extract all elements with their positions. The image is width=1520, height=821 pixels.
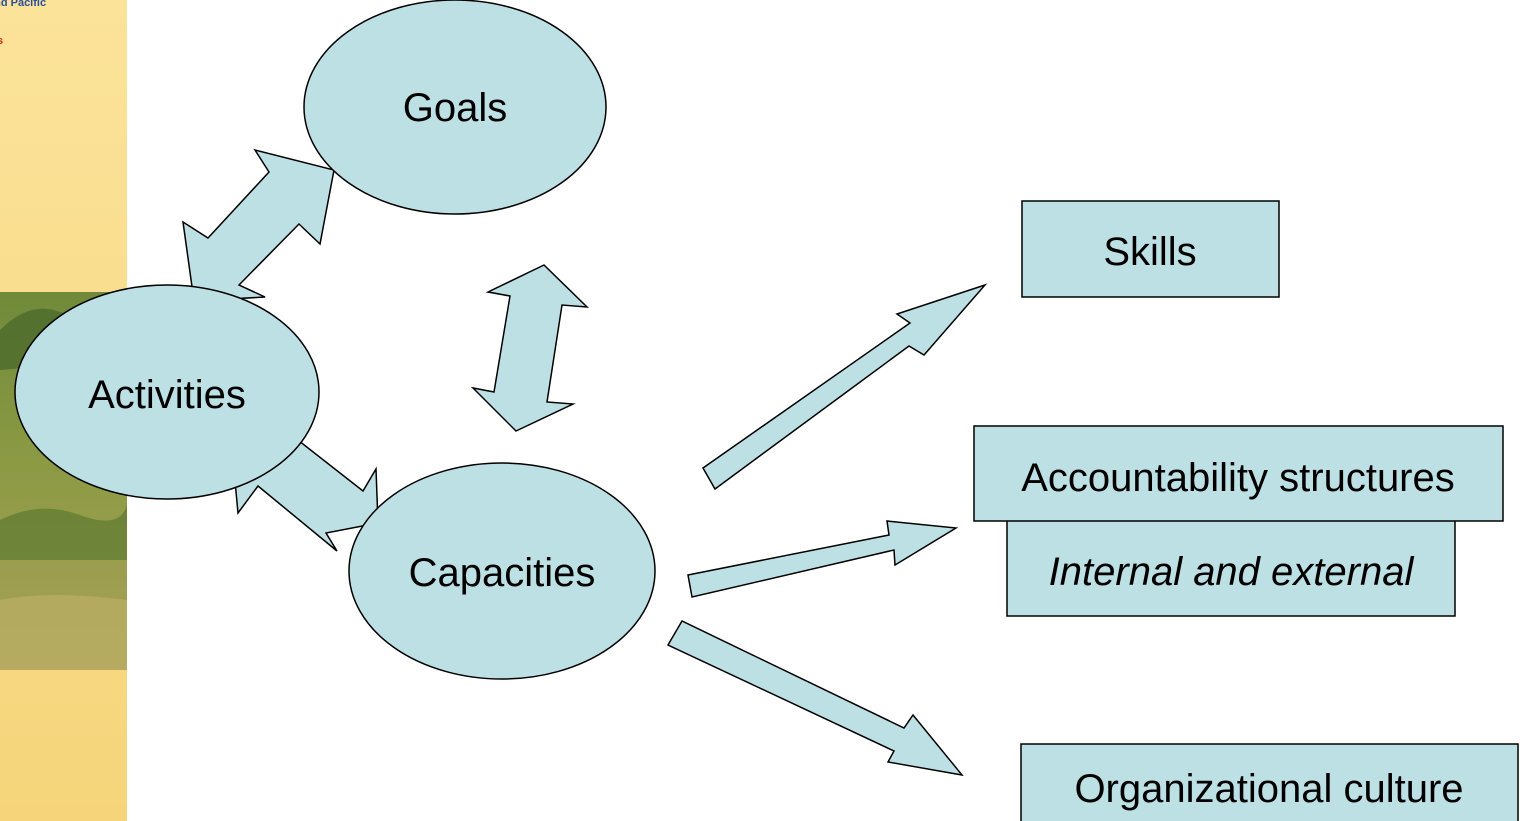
node-capacities: Capacities — [348, 462, 656, 680]
node-accountability-label: Accountability structures — [1021, 456, 1455, 500]
node-goals: Goals — [303, 0, 607, 215]
arrow-to-accountability — [687, 520, 959, 598]
node-capacities-label: Capacities — [409, 551, 596, 595]
node-accountability: Accountability structures — [973, 425, 1504, 522]
node-internal-external: Internal and external — [1006, 515, 1456, 617]
node-skills: Skills — [1021, 200, 1280, 298]
banner-text-top: and Pacific — [0, 0, 46, 9]
node-activities: Activities — [14, 284, 320, 500]
node-internal-external-label: Internal and external — [1049, 550, 1415, 594]
node-activities-label: Activities — [88, 373, 246, 417]
double-arrow-activities-goals — [182, 148, 335, 302]
node-culture: Organizational culture — [1020, 743, 1519, 821]
node-skills-label: Skills — [1103, 230, 1196, 274]
banner-text-sub: s — [0, 35, 3, 47]
double-arrow-goals-capacities — [470, 264, 590, 432]
arrow-to-skills — [702, 283, 988, 491]
arrow-to-culture — [666, 620, 964, 777]
node-goals-label: Goals — [403, 86, 508, 130]
node-culture-label: Organizational culture — [1074, 767, 1463, 811]
